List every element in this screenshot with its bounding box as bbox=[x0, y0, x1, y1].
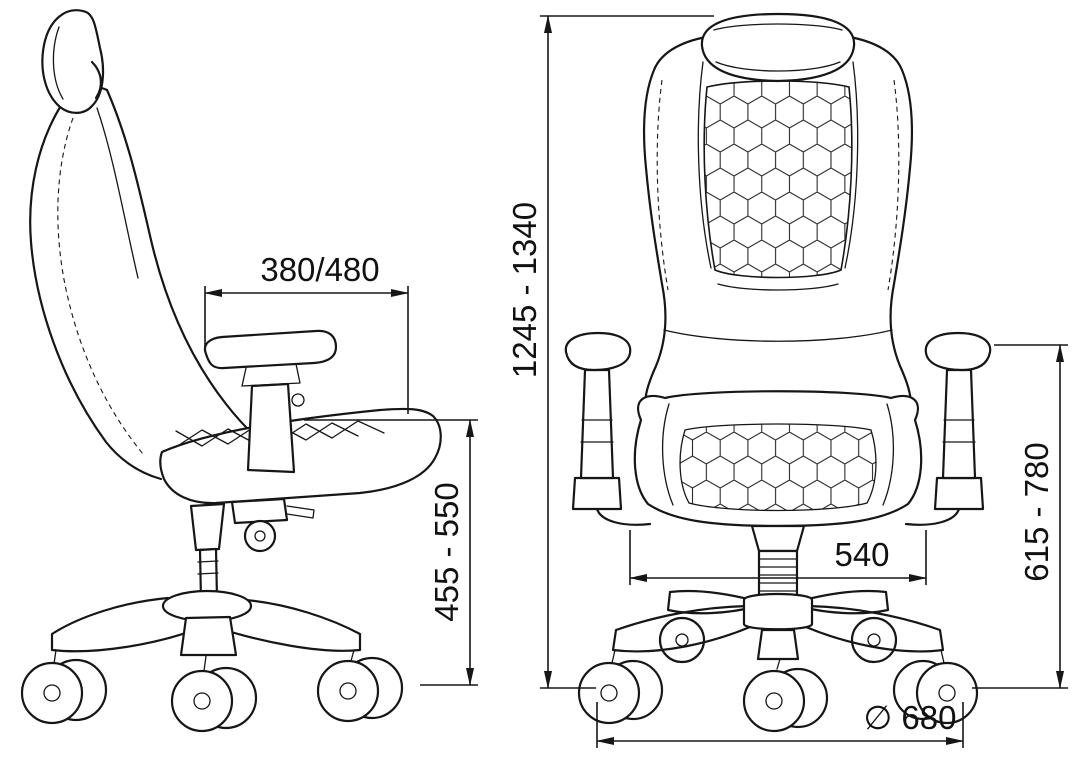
front-armrest-right bbox=[904, 331, 992, 526]
dimension-annotations: 380/480 455 - 550 1245 - 1340 540 615 - … bbox=[204, 15, 1068, 748]
dim-armrest-height: 615 - 780 bbox=[972, 344, 1068, 689]
front-hex-panel bbox=[703, 80, 853, 279]
dim-label-armrest-height: 615 - 780 bbox=[1018, 442, 1055, 581]
side-gas-cylinder bbox=[189, 502, 226, 602]
dim-label-seat-height: 455 - 550 bbox=[428, 482, 465, 621]
dim-seat-height: 455 - 550 bbox=[304, 419, 478, 686]
side-mechanism bbox=[230, 497, 315, 553]
dim-label-seat-width: 540 bbox=[834, 536, 889, 573]
dim-armrest-span: 380/480 bbox=[204, 251, 409, 414]
front-seat bbox=[633, 390, 923, 528]
armrest-adjust-button bbox=[291, 393, 305, 407]
side-armrest bbox=[203, 329, 338, 474]
front-casters bbox=[577, 649, 979, 733]
side-base bbox=[50, 589, 362, 657]
dim-label-base-diameter: ∅ 680 bbox=[864, 699, 957, 736]
front-view bbox=[564, 12, 992, 733]
front-base bbox=[611, 589, 945, 664]
dim-label-armrest-span: 380/480 bbox=[260, 251, 379, 288]
side-backrest bbox=[29, 86, 266, 481]
front-armrest-left bbox=[564, 331, 652, 526]
dim-label-overall-height: 1245 - 1340 bbox=[506, 202, 543, 378]
front-gas-cylinder bbox=[750, 524, 806, 606]
dim-base-diameter: ∅ 680 bbox=[596, 699, 964, 748]
side-seat bbox=[159, 407, 442, 505]
side-headrest bbox=[41, 9, 105, 114]
side-casters bbox=[20, 649, 404, 733]
side-view bbox=[20, 9, 442, 733]
dim-overall-height: 1245 - 1340 bbox=[506, 15, 714, 689]
front-headrest bbox=[700, 12, 856, 83]
dim-seat-width: 540 bbox=[629, 530, 927, 585]
